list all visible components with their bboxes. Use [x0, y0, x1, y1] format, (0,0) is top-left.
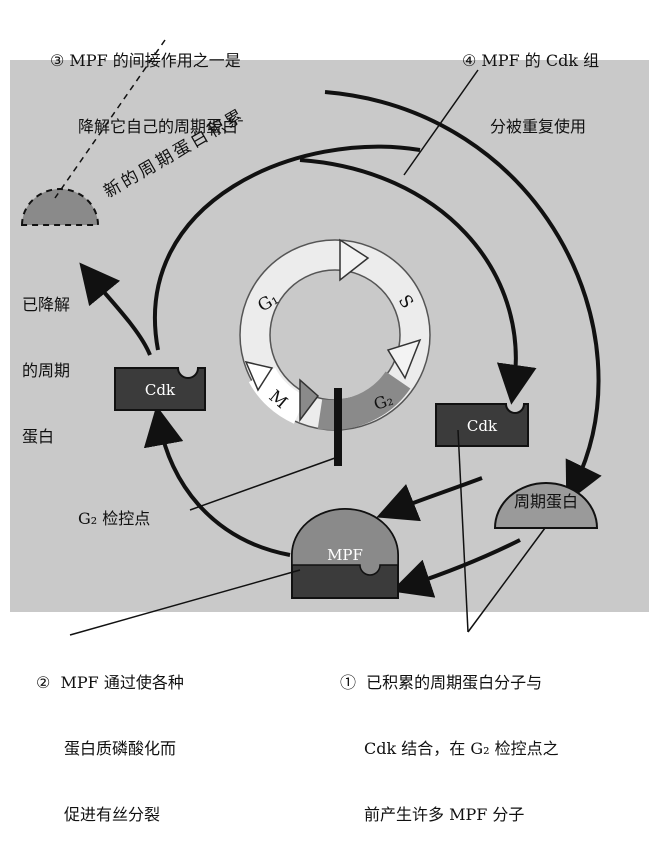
cyclin-label: 周期蛋白: [514, 492, 578, 511]
degraded-line-2: 的周期: [22, 361, 71, 380]
annotation-2-line-1: ② MPF 通过使各种: [36, 673, 184, 692]
cell-cycle-diagram: Cdk Cdk MPF 周期蛋白 G₁ S G₂ M 新的周期蛋白积累: [20, 39, 602, 636]
annotation-3-line-1: ③ MPF 的间接作用之一是: [50, 51, 241, 70]
degraded-line-3: 蛋白: [22, 427, 55, 446]
mpf-label: MPF: [327, 546, 363, 564]
cyclin-shape: [493, 482, 599, 529]
g2-checkpoint-label: G₂ 检控点: [78, 509, 151, 528]
degraded-line-1: 已降解: [22, 295, 71, 314]
degraded-cyclin-shape: [20, 188, 100, 226]
cell-cycle-ring: [239, 238, 431, 466]
annotation-3: ③ MPF 的间接作用之一是 降解它自己的周期蛋白: [50, 6, 241, 160]
cdk-left-shape: [114, 367, 206, 411]
annotation-1-line-1: ① 已积累的周期蛋白分子与: [340, 673, 543, 692]
annotation-3-line-2: 降解它自己的周期蛋白: [78, 117, 239, 136]
cdk-left-label: Cdk: [145, 381, 176, 399]
annotation-1-line-2: Cdk 结合，在 G₂ 检控点之: [364, 739, 559, 758]
annotation-2: ② MPF 通过使各种 蛋白质磷酸化而 促进有丝分裂: [36, 628, 184, 848]
degraded-cyclin-label: 已降解 的周期 蛋白: [22, 250, 70, 470]
mpf-complex-shape: [291, 508, 399, 599]
annotation-1: ① 已积累的周期蛋白分子与 Cdk 结合，在 G₂ 检控点之 前产生许多 MPF…: [340, 628, 559, 848]
annotation-2-line-2: 蛋白质磷酸化而: [64, 739, 177, 758]
annotation-1-line-3: 前产生许多 MPF 分子: [364, 805, 525, 824]
g2-checkpoint-bar: [334, 388, 342, 466]
annotation-2-line-3: 促进有丝分裂: [64, 805, 161, 824]
annotation-4: ④ MPF 的 Cdk 组 分被重复使用: [462, 6, 599, 160]
cdk-right-label: Cdk: [467, 417, 498, 435]
annotation-4-line-2: 分被重复使用: [490, 117, 587, 136]
annotation-4-line-1: ④ MPF 的 Cdk 组: [462, 51, 600, 70]
